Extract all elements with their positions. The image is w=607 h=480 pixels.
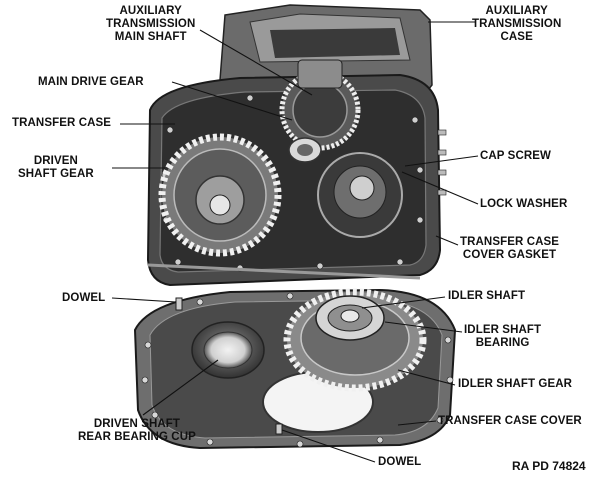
- label-main-drive-gear: MAIN DRIVE GEAR: [38, 76, 144, 88]
- label-driven-shaft-cup: DRIVEN SHAFT REAR BEARING CUP: [78, 418, 196, 444]
- leader-dowel-bottom: [281, 429, 376, 463]
- label-line: IDLER SHAFT: [464, 324, 542, 336]
- label-line: REAR BEARING CUP: [78, 431, 196, 443]
- label-transfer-case: TRANSFER CASE: [12, 117, 112, 129]
- leader-idler-shaft-gear: [397, 369, 456, 386]
- leader-idler-shaft-bearing: [384, 321, 463, 333]
- leader-cover-gasket: [435, 235, 459, 246]
- auxiliary-transmission-case: [219, 4, 433, 101]
- leader-idler-shaft: [361, 296, 446, 309]
- leader-cap-screw: [404, 155, 479, 167]
- leader-aux-main-shaft: [199, 29, 313, 96]
- label-aux-main-shaft: AUXILIARY TRANSMISSION MAIN SHAFT: [106, 5, 195, 44]
- leader-main-drive-gear: [171, 81, 293, 121]
- label-line: DRIVEN SHAFT: [93, 418, 181, 430]
- label-line: DRIVEN: [33, 155, 78, 167]
- dowel-bottom-pin: [275, 423, 283, 435]
- driven-shaft-gear: [158, 133, 282, 257]
- leader-lock-washer: [401, 171, 479, 205]
- label-line: MAIN SHAFT: [114, 31, 187, 43]
- leader-dowel-top: [111, 297, 177, 303]
- label-cover-gasket: TRANSFER CASE COVER GASKET: [460, 236, 559, 262]
- label-line: TRANSMISSION: [472, 18, 562, 30]
- label-line: COVER GASKET: [462, 249, 557, 261]
- figure-id: RA PD 74824: [512, 459, 586, 473]
- label-line: CASE: [500, 31, 533, 43]
- label-line: SHAFT GEAR: [18, 168, 94, 180]
- label-line: AUXILIARY: [119, 5, 182, 17]
- label-cap-screw: CAP SCREW: [480, 150, 551, 162]
- label-driven-shaft-gear: DRIVEN SHAFT GEAR: [18, 155, 94, 181]
- label-line: TRANSFER CASE: [460, 236, 560, 248]
- label-idler-shaft: IDLER SHAFT: [448, 290, 526, 302]
- transfer-case-cover-gasket: [147, 263, 421, 280]
- leader-transfer-case-cover: [397, 420, 437, 426]
- label-idler-shaft-gear: IDLER SHAFT GEAR: [458, 378, 573, 390]
- label-dowel-bottom: DOWEL: [378, 456, 422, 468]
- dowel-top-pin: [175, 297, 183, 311]
- driven-shaft-rear-bearing-cup: [191, 321, 265, 379]
- label-aux-case: AUXILIARY TRANSMISSION CASE: [472, 5, 561, 44]
- label-transfer-case-cover: TRANSFER CASE COVER: [438, 415, 582, 427]
- housing-bearing: [317, 152, 403, 238]
- label-idler-shaft-bearing: IDLER SHAFT BEARING: [464, 324, 541, 350]
- label-line: TRANSMISSION: [106, 18, 196, 30]
- label-line: BEARING: [475, 337, 530, 349]
- label-line: AUXILIARY: [485, 5, 548, 17]
- leader-driven-shaft-cup: [142, 359, 219, 416]
- idler-shaft-bearing: [315, 295, 385, 341]
- label-dowel-top: DOWEL: [62, 292, 106, 304]
- label-lock-washer: LOCK WASHER: [480, 198, 568, 210]
- main-drive-gear: [279, 59, 361, 163]
